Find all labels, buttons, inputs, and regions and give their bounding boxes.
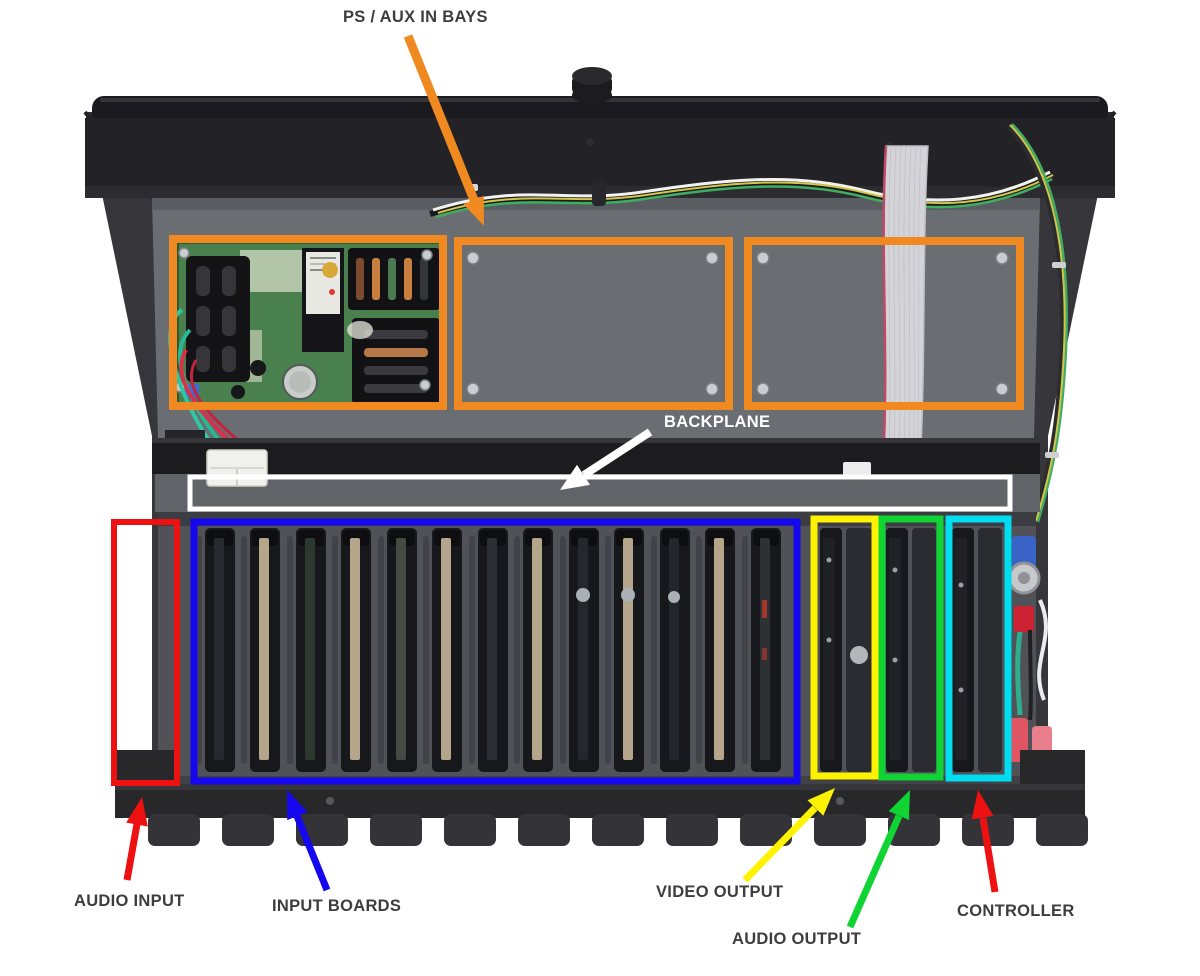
cable-tie	[1052, 262, 1066, 268]
psu-heatsink	[186, 256, 250, 382]
audio-output-label: AUDIO OUTPUT	[732, 930, 862, 948]
controller-slot	[952, 528, 1002, 772]
annotation-boxes	[111, 235, 1024, 786]
cable-tie	[1045, 452, 1059, 458]
card-cage	[158, 512, 1036, 788]
backplane-connector	[206, 449, 268, 487]
backplane-label: BACKPLANE	[664, 413, 771, 431]
chassis-top-rail	[85, 67, 1115, 198]
bay-screws	[466, 251, 1009, 396]
card-edges	[214, 538, 770, 760]
slot-shelf	[155, 474, 1040, 512]
top-knob	[572, 67, 612, 104]
screw	[836, 797, 844, 805]
controller-arrow	[971, 790, 999, 893]
ps-aux-bay-box-1	[169, 235, 447, 410]
input-boards-label: INPUT BOARDS	[272, 897, 402, 915]
input-boards-arrow	[287, 790, 331, 892]
video-output-slot	[820, 528, 872, 772]
controller-box	[945, 515, 1012, 782]
audio-input-box	[111, 519, 180, 786]
screw-hole	[586, 138, 594, 146]
audio-output-arrow	[846, 790, 910, 929]
screw	[326, 797, 334, 805]
backplane-box	[187, 474, 1013, 512]
psu-heatsink	[352, 318, 440, 404]
input-boards-box	[190, 518, 801, 785]
cable-clip	[592, 180, 606, 206]
audio-input-arrow	[123, 797, 148, 881]
screw	[174, 247, 433, 393]
annotation-arrows	[123, 34, 999, 929]
ps-aux-bay-box-3	[744, 237, 1024, 410]
cable-clip	[988, 165, 1004, 187]
chassis-feet	[148, 814, 1088, 846]
backplane-arrow	[560, 428, 653, 490]
video-output-arrow	[742, 788, 835, 883]
audio-input-label: AUDIO INPUT	[74, 892, 185, 910]
controller-label: CONTROLLER	[957, 902, 1075, 920]
psu-board	[174, 242, 442, 405]
ps-aux-bay-box-2	[454, 237, 733, 410]
ps-aux-bays-label: PS / AUX IN BAYS	[343, 8, 488, 26]
video-output-label: VIDEO OUTPUT	[656, 883, 784, 901]
audio-output-slot	[886, 528, 936, 772]
top-wire-harness	[429, 165, 1054, 219]
psu-transformer	[302, 248, 344, 352]
audio-output-box	[878, 515, 944, 781]
psu-heatsink	[348, 248, 440, 310]
ps-aux-arrow	[403, 34, 484, 226]
video-output-box	[810, 515, 879, 780]
right-connectors	[1007, 536, 1052, 766]
right-wire-bundle	[1006, 123, 1068, 523]
